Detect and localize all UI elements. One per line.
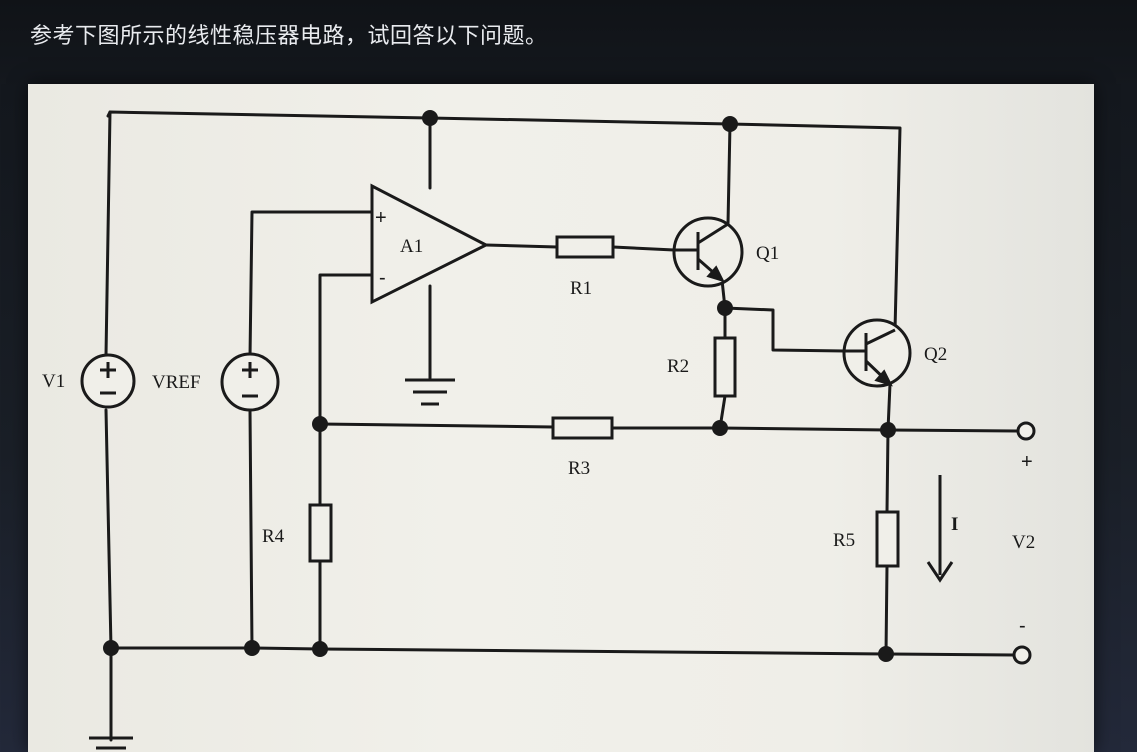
label-r2: R2 [667, 356, 689, 377]
label-output-minus: - [1019, 615, 1026, 637]
label-a1-minus: - [379, 267, 386, 289]
question-text: 参考下图所示的线性稳压器电路，试回答以下问题。 [30, 24, 548, 49]
label-q1: Q1 [756, 243, 779, 264]
transistor-q2-icon [842, 318, 912, 388]
junction-dot [878, 646, 894, 662]
label-r3: R3 [568, 458, 590, 479]
wire-feedback [318, 273, 374, 651]
junction-dot [717, 300, 733, 316]
label-a1-plus: + [375, 207, 387, 229]
junction-dot [312, 641, 328, 657]
vref-source-icon [220, 352, 280, 412]
resistor-r1-icon [555, 235, 615, 259]
resistor-r4-icon [308, 503, 333, 563]
label-v1: V1 [42, 371, 65, 392]
junction-dot [103, 640, 119, 656]
label-output-plus: + [1021, 451, 1033, 473]
resistor-r5-icon [875, 510, 900, 568]
junction-dots [103, 110, 896, 662]
junction-dot [244, 640, 260, 656]
output-terminal-plus [1016, 421, 1036, 441]
label-r5: R5 [833, 530, 855, 551]
wire-vref [248, 210, 374, 650]
resistor-r2-icon [713, 336, 737, 398]
junction-dot [712, 420, 728, 436]
label-r1: R1 [570, 278, 592, 299]
junction-dot [722, 116, 738, 132]
opamp-a1-icon [370, 183, 490, 305]
wire-q1-q2 [723, 306, 847, 353]
wire-a1-out [484, 243, 676, 252]
resistor-r3-icon [551, 416, 614, 440]
label-q2: Q2 [924, 344, 947, 365]
junction-dot [880, 422, 896, 438]
current-arrow-icon [926, 475, 954, 583]
v1-source-icon [80, 353, 136, 409]
ground-icon [89, 736, 133, 750]
junction-dot [422, 110, 438, 126]
junction-dot [312, 416, 328, 432]
wire-r3 [318, 422, 1020, 433]
label-current: I [951, 514, 958, 535]
label-a1: A1 [400, 236, 423, 257]
label-r4: R4 [262, 526, 285, 547]
output-terminal-minus [1012, 645, 1032, 665]
ground-icon [405, 378, 455, 406]
transistor-q1-icon [672, 216, 744, 288]
label-vref: VREF [152, 372, 201, 393]
wire-top-rail [106, 110, 902, 332]
label-v2: V2 [1012, 532, 1035, 553]
